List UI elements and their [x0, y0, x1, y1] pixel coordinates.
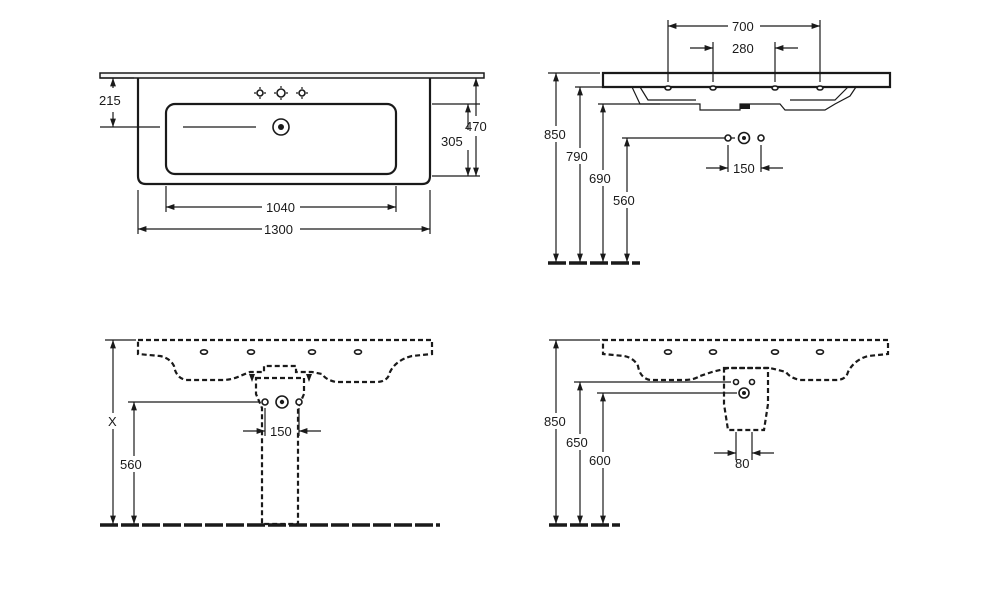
- dim-215-label: 215: [99, 93, 121, 108]
- dim-650-label: 650: [566, 435, 588, 450]
- dim-150-pedestal-label: 150: [270, 424, 292, 439]
- dim-1300-label: 1300: [264, 222, 293, 237]
- dim-850-trap-label: 850: [544, 414, 566, 429]
- front-view: 700 280 850 790 690 560: [544, 19, 892, 265]
- dim-470-label: 470: [465, 119, 487, 134]
- trap-cover-view: 80 850 650 600: [544, 338, 890, 527]
- dim-x-label: X: [108, 414, 117, 429]
- trap-cover: [722, 366, 770, 432]
- pedestal-view: 150 X 560: [100, 338, 440, 527]
- dim-150-label: 150: [733, 161, 755, 176]
- drain-icon: [272, 118, 290, 136]
- pedestal-connection-icon: [261, 395, 303, 409]
- connection-holes-icon: [724, 131, 765, 145]
- inner-bowl: [164, 102, 398, 176]
- trap-connection-icon: [732, 378, 756, 399]
- dim-700-label: 700: [732, 19, 754, 34]
- basin-dashed-outline: [136, 338, 434, 384]
- basin-outline: [136, 78, 432, 186]
- dim-600-label: 600: [589, 453, 611, 468]
- dim-560-pedestal-label: 560: [120, 457, 142, 472]
- top-view: 215 305 470 1040 1300: [98, 72, 487, 237]
- wall-strip: [99, 72, 485, 79]
- dim-560-label: 560: [613, 193, 635, 208]
- dim-850-label: 850: [544, 127, 566, 142]
- pedestal-holes-icon: [199, 348, 363, 355]
- dim-280-label: 280: [732, 41, 754, 56]
- dim-1040-label: 1040: [266, 200, 295, 215]
- dim-690-label: 690: [589, 171, 611, 186]
- basin-dashed-outline-2: [601, 338, 890, 382]
- dim-80-label: 80: [735, 456, 749, 471]
- dim-305-label: 305: [441, 134, 463, 149]
- tap-holes-icon: [254, 86, 308, 100]
- front-holes-icon: [664, 85, 824, 91]
- trap-holes-icon: [663, 348, 825, 355]
- dim-790-label: 790: [566, 149, 588, 164]
- basin-front-outline: [601, 71, 892, 89]
